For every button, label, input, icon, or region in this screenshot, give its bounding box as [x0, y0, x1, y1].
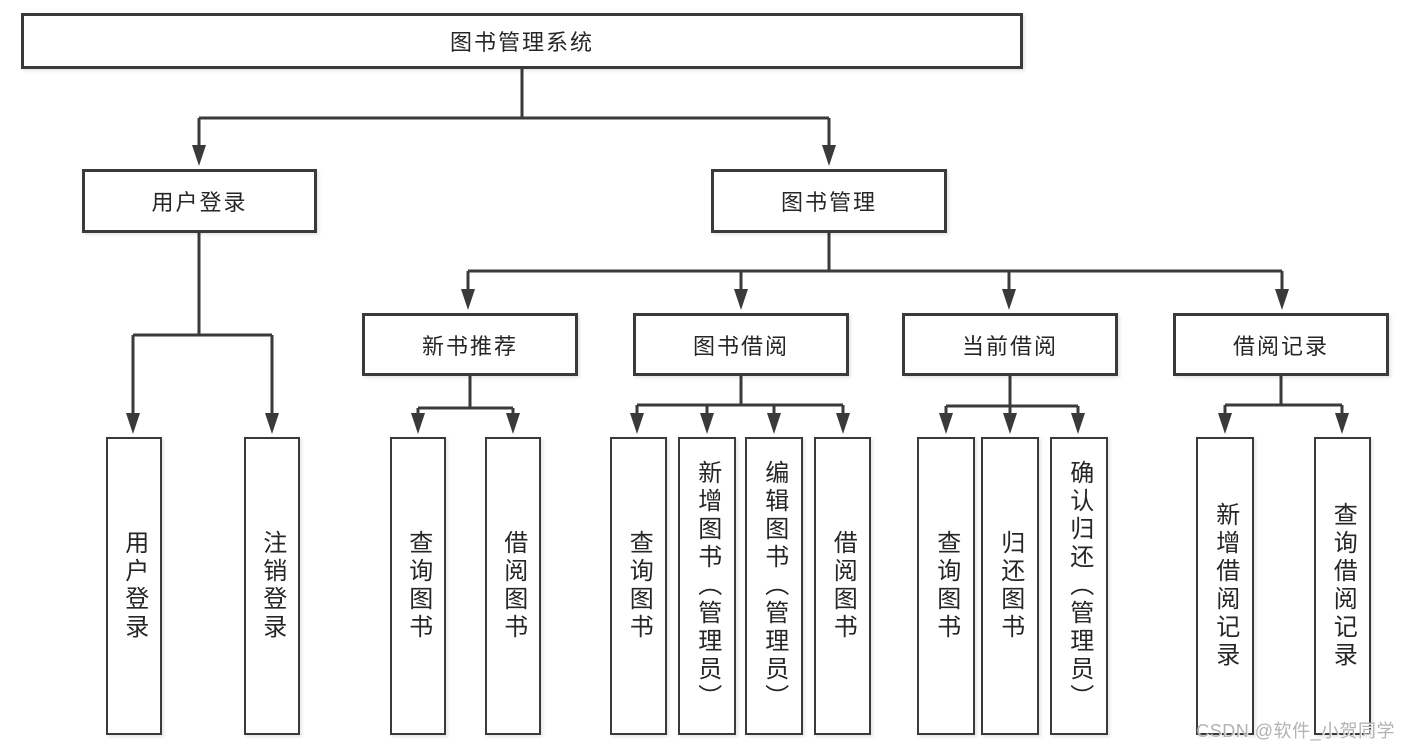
node-root-library-system: 图书管理系统 — [21, 13, 1023, 69]
node-book-borrow: 图书借阅 — [633, 313, 849, 376]
leaf-add-book-admin: 新增图书（管理员） — [678, 437, 736, 735]
node-label: 确认归还（管理员） — [1065, 460, 1093, 712]
node-label: 查询借阅记录 — [1329, 502, 1357, 670]
node-label: 当前借阅 — [961, 333, 1058, 359]
node-label: 查询图书 — [625, 530, 653, 642]
node-label: 借阅图书 — [499, 530, 527, 642]
node-label: 用户登录 — [120, 530, 148, 642]
leaf-return-book: 归还图书 — [981, 437, 1039, 735]
leaf-user-login: 用户登录 — [106, 437, 162, 735]
csdn-watermark: CSDN @软件_小贺同学 — [1196, 721, 1395, 741]
leaf-query-book-current: 查询图书 — [917, 437, 975, 735]
leaf-query-book-recommend: 查询图书 — [390, 437, 446, 735]
leaf-borrow-book-recommend: 借阅图书 — [485, 437, 541, 735]
leaf-confirm-return-admin: 确认归还（管理员） — [1050, 437, 1108, 735]
node-current-borrow: 当前借阅 — [902, 313, 1118, 376]
node-label: 图书管理 — [780, 190, 877, 215]
leaf-logout: 注销登录 — [244, 437, 300, 735]
node-label: 图书管理系统 — [449, 30, 594, 55]
node-borrow-records: 借阅记录 — [1173, 313, 1389, 376]
leaf-add-borrow-record: 新增借阅记录 — [1196, 437, 1254, 735]
node-label: 归还图书 — [996, 530, 1024, 642]
leaf-query-borrow-record: 查询借阅记录 — [1314, 437, 1371, 735]
node-label: 借阅图书 — [829, 530, 857, 642]
node-new-book-recommend: 新书推荐 — [362, 313, 578, 376]
node-label: 查询图书 — [932, 530, 960, 642]
node-label: 借阅记录 — [1232, 333, 1329, 359]
node-label: 用户登录 — [151, 190, 248, 215]
node-user-login: 用户登录 — [82, 169, 317, 233]
node-label: 编辑图书（管理员） — [760, 460, 788, 712]
node-label: 注销登录 — [258, 530, 286, 642]
leaf-edit-book-admin: 编辑图书（管理员） — [745, 437, 803, 735]
node-label: 图书借阅 — [692, 333, 789, 359]
node-label: 新增借阅记录 — [1211, 502, 1239, 670]
node-label: 查询图书 — [404, 530, 432, 642]
leaf-borrow-book: 借阅图书 — [814, 437, 871, 735]
node-label: 新增图书（管理员） — [693, 460, 721, 712]
node-book-management: 图书管理 — [711, 169, 947, 233]
leaf-query-book-borrow: 查询图书 — [610, 437, 667, 735]
node-label: 新书推荐 — [421, 333, 518, 359]
